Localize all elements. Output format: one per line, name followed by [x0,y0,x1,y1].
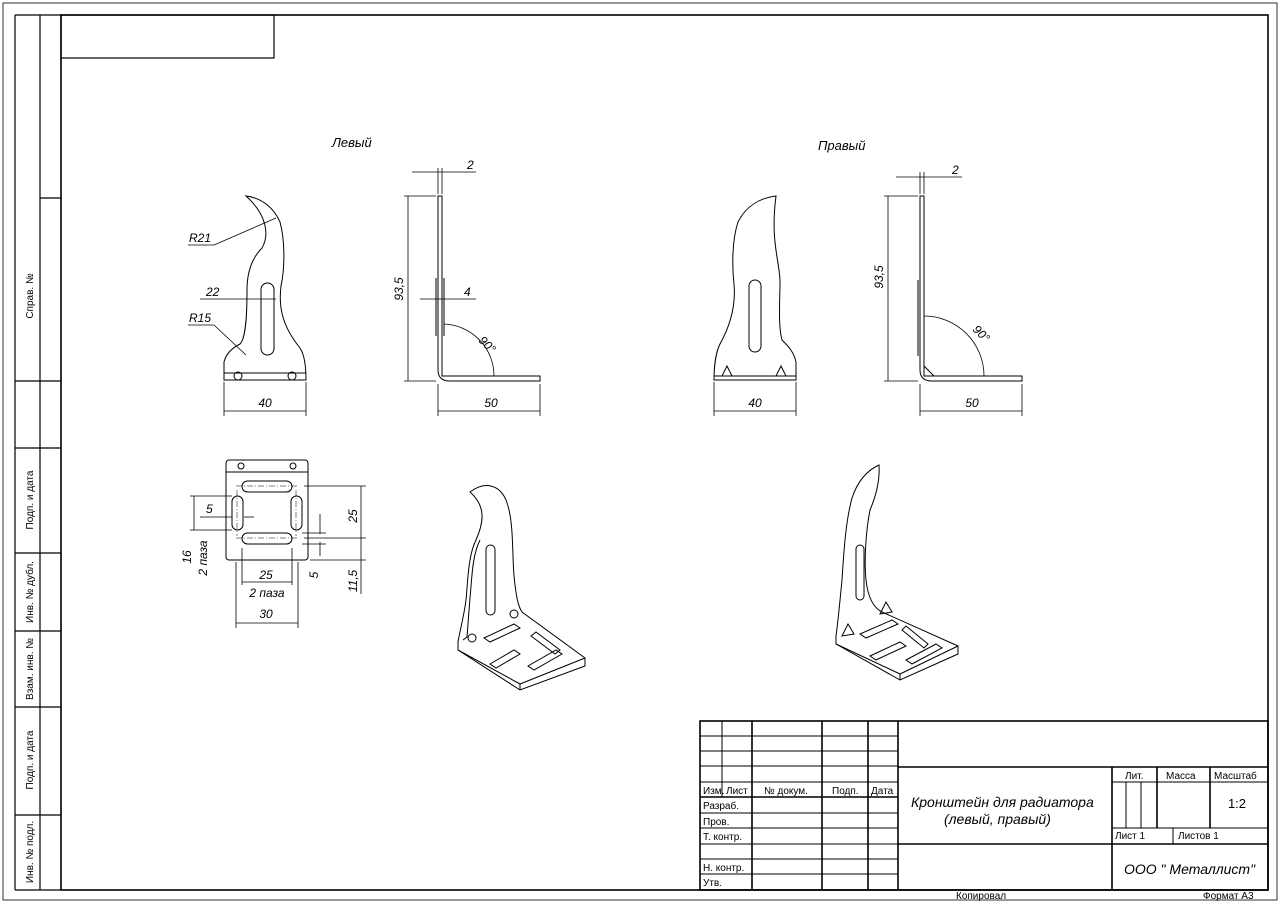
side-label-sprav: Справ. № [25,273,36,319]
tb-header-izm: Изм. [703,786,724,797]
side-label-inv-podl: Инв. № подл. [25,821,36,883]
tb-sheet: Лист 1 [1115,831,1146,842]
plan-dim-5-right: 5 [307,571,321,578]
side-label-vzam-inv: Взам. инв. № [25,638,36,700]
plan-dim-30: 30 [259,607,273,621]
dim-93-right-label: 93,5 [872,265,886,289]
dim-4-label: 4 [464,285,471,299]
dim-22-label: 22 [205,285,220,299]
tb-sheets: Листов 1 [1178,831,1219,842]
plan-dim-5-left: 5 [206,502,213,516]
drawing-frame [60,14,1269,891]
tb-role-prov: Пров. [703,817,729,828]
plan-dim-11-5: 11,5 [346,569,360,592]
left-side-view [435,195,541,382]
tb-lit: Лит. [1125,771,1143,782]
tb-massa: Масса [1166,771,1196,782]
dim-50-right [919,384,1023,416]
dim-40-left [223,382,307,416]
plan-dims [190,485,366,628]
view-title-right: Правый [818,138,865,153]
footer-format: Формат А3 [1203,891,1254,902]
tb-company: ООО " Металлист" [1124,861,1256,877]
dim-90-left [443,323,495,377]
dim-r21-label: R21 [189,231,211,245]
right-front-view [713,195,797,381]
dim-93-left [404,195,436,382]
left-isometric-view [457,485,586,691]
dim-40-right [713,382,797,416]
side-label-podp-data-2: Подп. и дата [25,730,36,789]
side-column [14,14,61,891]
plan-view [225,459,309,561]
tb-masshtab: Масштаб [1214,770,1257,782]
tb-role-n-kontr: Н. контр. [703,863,744,874]
dim-90-left-label: 90° [476,333,499,356]
dim-50-right-label: 50 [965,396,979,410]
dim-93-right [884,195,918,382]
tb-header-list: Лист [726,786,748,797]
right-isometric-view [835,464,959,681]
tb-role-utv: Утв. [703,878,722,889]
tb-header-podp: Подп. [832,786,859,797]
dim-2-right-label: 2 [951,163,959,177]
tb-title-line1: Кронштейн для радиатора [911,794,1094,810]
dim-r21 [188,217,277,246]
dim-50-left [437,384,541,416]
left-front-view [223,195,307,381]
tb-role-razrab: Разраб. [703,800,739,812]
tb-header-data: Дата [871,786,894,797]
side-label-inv-dubl: Инв. № дубл. [24,561,36,623]
tb-scale-value: 1:2 [1228,796,1246,811]
plan-dim-25-right: 25 [346,509,360,524]
dim-50-left-label: 50 [484,396,498,410]
title-block [699,720,1269,891]
doc-number-box [60,14,275,59]
tb-role-t-kontr: Т. контр. [703,832,742,843]
plan-dim-25-bottom: 25 [258,568,273,582]
tb-header-doc-no: № докум. [764,786,808,797]
dim-2-right [896,172,962,194]
dim-2-left [412,168,476,194]
plan-dim-16: 16 [180,550,194,564]
view-title-left: Левый [331,135,372,150]
plan-centerlines [236,485,298,539]
dim-r15-label: R15 [189,311,211,325]
plan-dim-2-slots-vertical: 2 паза [196,540,210,576]
dim-2-left-label: 2 [466,158,474,172]
plan-dim-2-slots-horizontal: 2 паза [248,586,284,600]
dim-93-left-label: 93,5 [392,277,406,301]
side-label-podp-data-1: Подп. и дата [25,470,36,529]
dim-r15 [188,324,247,356]
tb-title-line2: (левый, правый) [944,811,1051,827]
right-side-view [917,195,1023,382]
dim-40-right-label: 40 [748,396,762,410]
footer-kopiroval: Копировал [956,891,1006,902]
dim-90-right [923,315,985,377]
dim-40-left-label: 40 [258,396,272,410]
